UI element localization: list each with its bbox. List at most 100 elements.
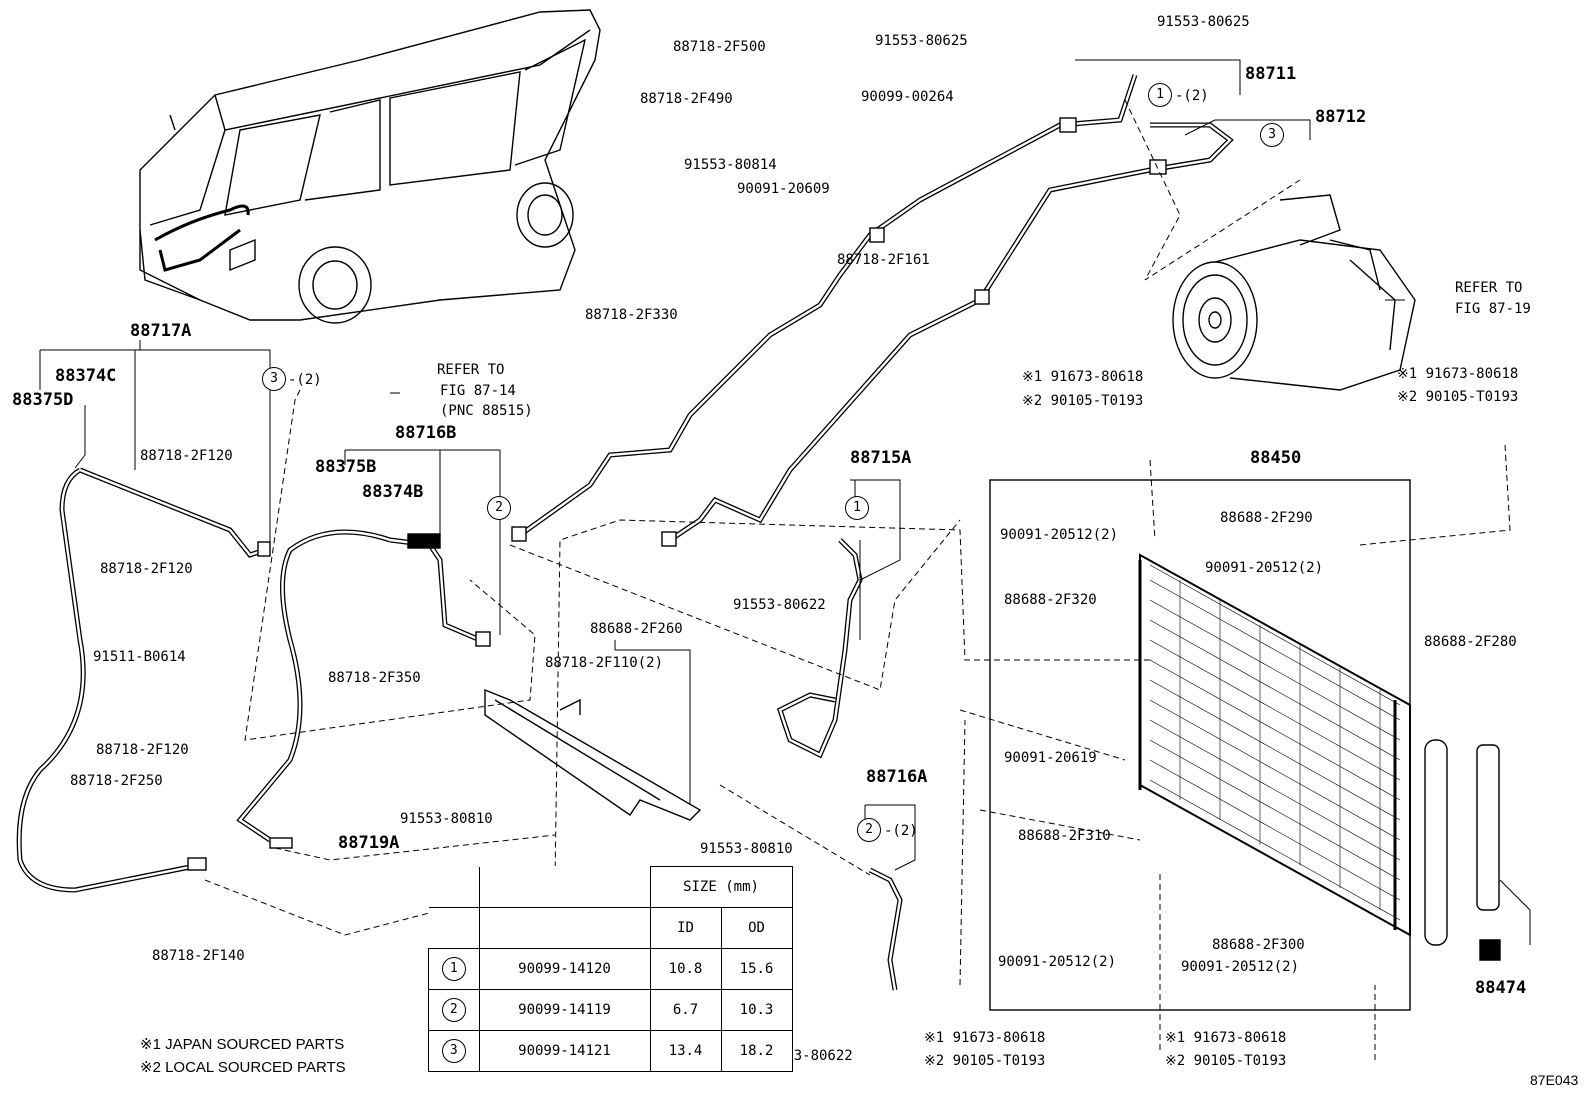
dashed-leaders [204, 99, 1511, 1060]
table-row: 2 90099-14119 6.7 10.3 [428, 989, 793, 1031]
van-illustration [139, 9, 601, 324]
part-91553-80814: 91553-80814 [684, 157, 777, 173]
size-row-3-no: 3 [441, 1039, 466, 1063]
figure-id: 87E043 [1530, 1072, 1579, 1088]
bolt-note-bl-1: ※1 91673-80618 [924, 1030, 1046, 1046]
callout-1-mid: 1 [845, 496, 869, 520]
part-88718-2F110: 88718-2F110(2) [545, 655, 664, 671]
part-90091-20512-c: 90091-20512(2) [998, 954, 1117, 970]
part-88718-2F120-c: 88718-2F120 [96, 742, 189, 758]
part-88719A: 88719A [338, 833, 400, 853]
part-88718-2F330: 88718-2F330 [585, 307, 678, 323]
leader-lines [39, 59, 1531, 945]
part-88450: 88450 [1250, 448, 1302, 468]
size-col-od: OD [720, 907, 793, 949]
size-row-2-part: 90099-14119 [478, 989, 651, 1031]
bolt-note-br-2: ※2 90105-T0193 [1165, 1053, 1287, 1069]
hose-88716B [236, 529, 491, 849]
size-row-1-od: 15.6 [720, 948, 793, 990]
note-local-sourced: ※2 LOCAL SOURCED PARTS [140, 1059, 346, 1076]
refer-87-19-line2: FIG 87-19 [1455, 301, 1531, 317]
part-88718-2F350: 88718-2F350 [328, 670, 421, 686]
part-88688-2F280: 88688-2F280 [1424, 634, 1517, 650]
part-91553-80810-b: 91553-80810 [700, 841, 793, 857]
part-88715A: 88715A [850, 448, 912, 468]
part-88718-2F250: 88718-2F250 [70, 773, 163, 789]
bracket-88688-2F260 [484, 688, 702, 821]
part-88688-2F260: 88688-2F260 [590, 621, 683, 637]
compressor [1172, 194, 1416, 391]
part-88375D: 88375D [12, 390, 74, 410]
part-88474: 88474 [1475, 978, 1527, 998]
part-91511-B0614: 91511-B0614 [93, 649, 186, 665]
part-90091-20512-d: 90091-20512(2) [1181, 959, 1300, 975]
bolt-note-tr-2: ※2 90105-T0193 [1397, 389, 1519, 405]
callout-3-left: 3 [262, 367, 286, 391]
qty-2-left: -(2) [288, 372, 322, 388]
size-row-3-id: 13.4 [649, 1030, 722, 1072]
hose-88717A [16, 467, 271, 893]
part-88718-2F500: 88718-2F500 [673, 39, 766, 55]
callout-2-mid: 2 [487, 496, 511, 520]
bolt-note-tl-2: ※2 90105-T0193 [1022, 393, 1144, 409]
refer-87-14-line1: REFER TO [437, 362, 505, 378]
part-90091-20619: 90091-20619 [1004, 750, 1097, 766]
size-row-2-od: 10.3 [720, 989, 793, 1031]
callout-1-top: 1 [1148, 83, 1172, 107]
size-row-2-no: 2 [441, 998, 466, 1022]
hose-88716A [868, 867, 903, 991]
qty-2-low: -(2) [884, 823, 918, 839]
part-88688-2F320: 88688-2F320 [1004, 592, 1097, 608]
part-88718-2F120-b: 88718-2F120 [100, 561, 193, 577]
part-88374C: 88374C [55, 366, 117, 386]
table-row: 1 90099-14120 10.8 15.6 [428, 948, 793, 990]
callout-2-low: 2 [857, 818, 881, 842]
part-88688-2F310: 88688-2F310 [1018, 828, 1111, 844]
part-90091-20609: 90091-20609 [737, 181, 830, 197]
part-88716B: 88716B [395, 423, 457, 443]
size-row-3-od: 18.2 [720, 1030, 793, 1072]
refer-87-14-line2: FIG 87-14 [440, 383, 516, 399]
qty-2-top: -(2) [1175, 88, 1209, 104]
part-90099-00264: 90099-00264 [861, 89, 954, 105]
bolt-note-bl-2: ※2 90105-T0193 [924, 1053, 1046, 1069]
part-91553-80625-b: 91553-80625 [1157, 14, 1250, 30]
refer-87-14-line3: (PNC 88515) [440, 403, 533, 419]
part-88712: 88712 [1315, 107, 1367, 127]
condenser-88450 [989, 479, 1501, 1011]
size-row-1-id: 10.8 [649, 948, 722, 990]
part-88716A: 88716A [866, 767, 928, 787]
part-91553-80622-a: 91553-80622 [733, 597, 826, 613]
part-88375B: 88375B [315, 457, 377, 477]
bolt-note-br-1: ※1 91673-80618 [1165, 1030, 1287, 1046]
part-90091-20512-b: 90091-20512(2) [1205, 560, 1324, 576]
refer-87-19-line1: REFER TO [1455, 280, 1523, 296]
size-table-header: SIZE (mm) [649, 866, 793, 908]
size-col-id: ID [649, 907, 722, 949]
part-88717A: 88717A [130, 321, 192, 341]
part-88718-2F120-a: 88718-2F120 [140, 448, 233, 464]
part-88718-2F161: 88718-2F161 [837, 252, 930, 268]
part-91553-80625-a: 91553-80625 [875, 33, 968, 49]
size-row-1-no: 1 [441, 957, 466, 981]
size-table: SIZE (mm) ID OD 1 90099-14120 10.8 15.6 … [428, 866, 793, 1072]
part-90091-20512-a: 90091-20512(2) [1000, 527, 1119, 543]
hose-88715A [776, 538, 863, 759]
part-88374B: 88374B [362, 482, 424, 502]
bolt-note-tr-1: ※1 91673-80618 [1397, 366, 1519, 382]
tube-long-upper [511, 74, 1234, 547]
part-91553-80810-a: 91553-80810 [400, 811, 493, 827]
part-88688-2F300: 88688-2F300 [1212, 937, 1305, 953]
bolt-note-tl-1: ※1 91673-80618 [1022, 369, 1144, 385]
part-88718-2F490: 88718-2F490 [640, 91, 733, 107]
callout-3-top: 3 [1260, 123, 1284, 147]
size-row-3-part: 90099-14121 [478, 1030, 651, 1072]
table-row: 3 90099-14121 13.4 18.2 [428, 1030, 793, 1072]
size-row-1-part: 90099-14120 [478, 948, 651, 990]
part-88688-2F290: 88688-2F290 [1220, 510, 1313, 526]
part-88711: 88711 [1245, 64, 1297, 84]
size-row-2-id: 6.7 [649, 989, 722, 1031]
note-japan-sourced: ※1 JAPAN SOURCED PARTS [140, 1036, 345, 1053]
part-88718-2F140: 88718-2F140 [152, 948, 245, 964]
